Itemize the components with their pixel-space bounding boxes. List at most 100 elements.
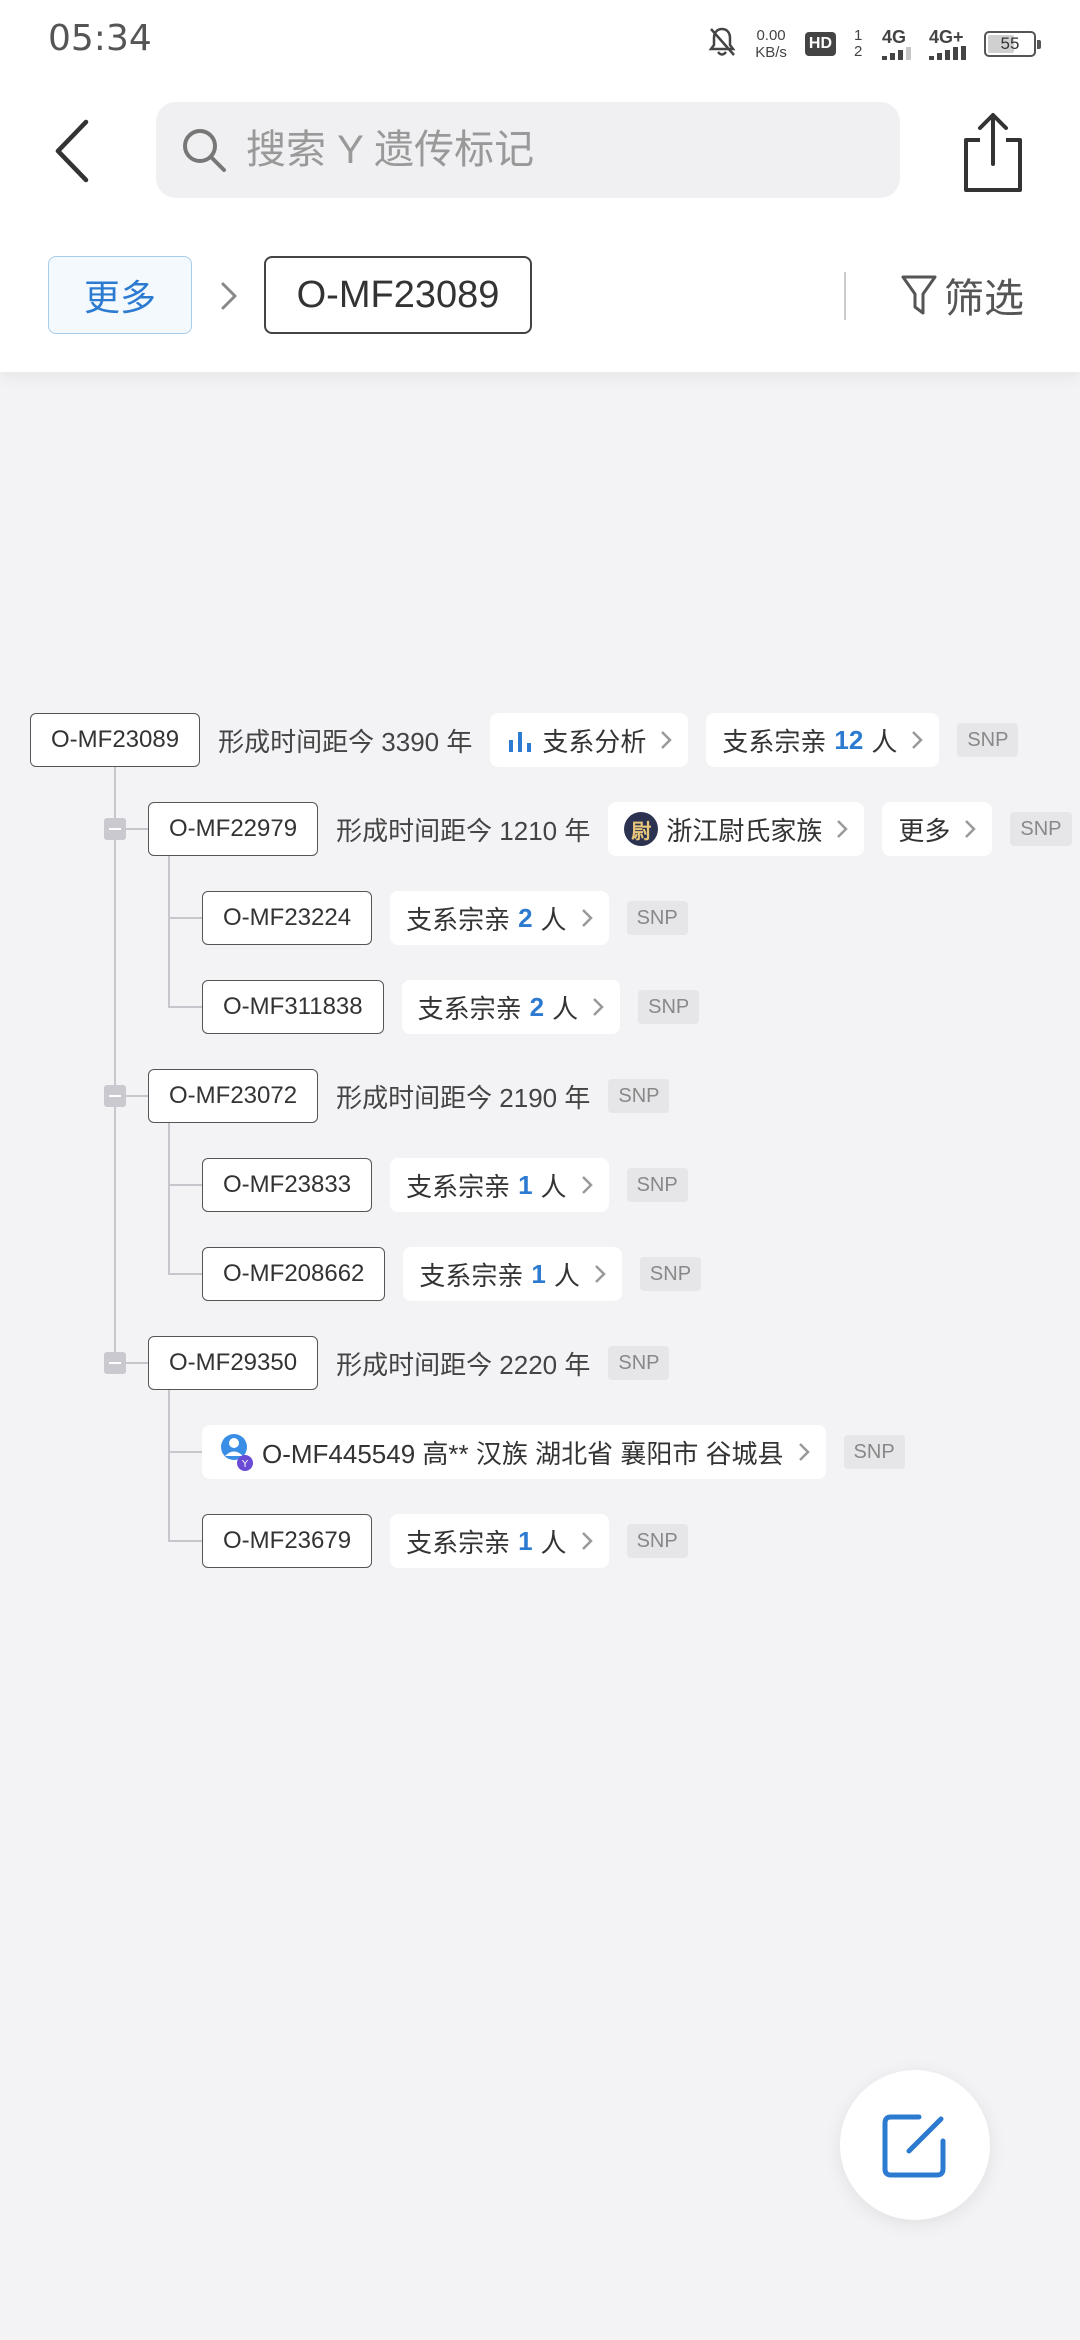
chevron-right-icon xyxy=(581,1176,593,1194)
search-bar[interactable] xyxy=(156,102,900,198)
back-button[interactable] xyxy=(48,116,98,186)
net-speed-value: 0.00 xyxy=(756,27,786,44)
sim1-signal: 4G xyxy=(882,28,911,60)
haplogroup-node[interactable]: O-MF29350 xyxy=(148,1336,319,1390)
mute-bell-icon xyxy=(707,26,737,63)
chevron-right-icon xyxy=(798,1443,810,1461)
sim-numbers: 1 2 xyxy=(854,27,863,60)
kin-label: 支系宗亲 xyxy=(406,904,511,935)
snp-tag: SNP xyxy=(638,990,700,1024)
chevron-right-icon xyxy=(593,998,604,1016)
chevron-right-icon xyxy=(837,820,849,838)
kin-count: 1 xyxy=(518,1169,533,1200)
snp-tag: SNP xyxy=(626,1524,688,1558)
chevron-right-icon xyxy=(581,1532,593,1550)
breadcrumb-current[interactable]: O-MF23089 xyxy=(264,256,532,334)
branch-kin-button[interactable]: 支系宗亲 2 人 xyxy=(390,891,609,945)
share-button[interactable] xyxy=(960,110,1026,196)
tree-node-root: O-MF23089 形成时间距今 3390 年 支系分析 支系宗亲 12 人 S… xyxy=(30,713,1019,767)
collapse-toggle[interactable] xyxy=(104,1085,126,1107)
battery-level: 55 xyxy=(1000,34,1020,53)
snp-tag: SNP xyxy=(626,901,688,935)
filter-button[interactable]: 筛选 xyxy=(900,262,1024,328)
tree-node: O-MF29350 形成时间距今 2220 年 SNP xyxy=(148,1336,670,1390)
signal-bars-icon xyxy=(929,46,966,60)
back-arrow-icon xyxy=(55,119,89,183)
person-info: O-MF445549 高** 汉族 湖北省 襄阳市 谷城县 xyxy=(262,1438,784,1469)
haplogroup-node[interactable]: O-MF23224 xyxy=(202,891,373,945)
share-icon xyxy=(964,113,1022,192)
chevron-right-icon xyxy=(581,909,593,927)
kin-label: 支系宗亲 xyxy=(406,1171,511,1202)
search-icon xyxy=(183,129,226,172)
tree-line xyxy=(168,1273,202,1275)
sim1-type: 4G xyxy=(882,27,907,47)
tree-line xyxy=(114,1362,148,1364)
bar-chart-icon xyxy=(509,732,532,752)
branch-kin-button[interactable]: 支系宗亲 2 人 xyxy=(401,980,621,1034)
haplogroup-node[interactable]: O-MF311838 xyxy=(202,980,384,1034)
collapse-toggle[interactable] xyxy=(104,1352,126,1374)
search-input[interactable] xyxy=(246,127,886,173)
sim2-signal: 4G+ xyxy=(929,28,966,60)
tree-node: O-MF23224 支系宗亲 2 人 SNP xyxy=(202,891,688,945)
haplogroup-node[interactable]: O-MF23089 xyxy=(30,713,201,767)
kin-count: 2 xyxy=(518,902,533,933)
tree-line xyxy=(168,1389,170,1541)
kin-label: 支系宗亲 xyxy=(417,993,522,1024)
status-icons: 0.00 KB/s HD 1 2 4G 4G+ 55 xyxy=(707,20,1041,68)
branch-kin-button[interactable]: 支系宗亲 1 人 xyxy=(390,1514,609,1568)
tree-node: O-MF22979 形成时间距今 1210 年 尉 浙江尉氏家族 更多 SNP xyxy=(148,802,1072,856)
branch-kin-button[interactable]: 支系宗亲 12 人 xyxy=(706,713,940,767)
person-sample-button[interactable]: Y O-MF445549 高** 汉族 湖北省 襄阳市 谷城县 xyxy=(202,1425,826,1479)
tree-line xyxy=(114,766,116,1362)
breadcrumb-more-button[interactable]: 更多 xyxy=(48,256,192,334)
snp-tag: SNP xyxy=(843,1435,905,1469)
edit-fab-button[interactable] xyxy=(840,2070,990,2220)
filter-label: 筛选 xyxy=(944,277,1024,321)
chevron-right-icon xyxy=(912,731,924,749)
snp-tag: SNP xyxy=(626,1168,688,1202)
snp-tag: SNP xyxy=(639,1257,702,1291)
filter-icon xyxy=(901,275,937,315)
net-speed: 0.00 KB/s xyxy=(755,27,787,61)
sim2-type: 4G+ xyxy=(929,27,964,47)
haplogroup-node[interactable]: O-MF23072 xyxy=(148,1069,319,1123)
kin-unit: 人 xyxy=(552,993,579,1024)
haplogroup-node[interactable]: O-MF23679 xyxy=(202,1514,373,1568)
haplogroup-node[interactable]: O-MF23833 xyxy=(202,1158,373,1212)
kin-label: 支系宗亲 xyxy=(419,1260,524,1291)
tree-node: O-MF23072 形成时间距今 2190 年 SNP xyxy=(148,1069,670,1123)
kin-unit: 人 xyxy=(540,1527,567,1558)
snp-tag: SNP xyxy=(1010,812,1072,846)
tree-line xyxy=(168,1184,202,1186)
kin-unit: 人 xyxy=(871,726,898,757)
formed-time: 形成时间距今 1210 年 xyxy=(336,815,591,846)
tree-node: O-MF311838 支系宗亲 2 人 SNP xyxy=(202,980,700,1034)
branch-analysis-button[interactable]: 支系分析 xyxy=(490,713,689,767)
more-label: 更多 xyxy=(898,815,951,846)
chevron-right-icon xyxy=(221,282,237,310)
branch-kin-button[interactable]: 支系宗亲 1 人 xyxy=(403,1247,622,1301)
tree-line xyxy=(168,1122,170,1274)
tree-line xyxy=(168,917,202,919)
clan-emblem-icon: 尉 xyxy=(624,812,659,846)
status-time: 05:34 xyxy=(48,18,152,59)
kin-count: 1 xyxy=(518,1525,533,1556)
kin-unit: 人 xyxy=(540,1171,567,1202)
branch-kin-button[interactable]: 支系宗亲 1 人 xyxy=(390,1158,609,1212)
top-bar: 05:34 0.00 KB/s HD 1 2 4G 4G+ xyxy=(0,0,1080,372)
tree-line xyxy=(168,855,170,1007)
battery-icon: 55 xyxy=(984,31,1041,57)
haplogroup-node[interactable]: O-MF208662 xyxy=(202,1247,386,1301)
clan-link-button[interactable]: 尉 浙江尉氏家族 xyxy=(608,802,865,856)
user-avatar-icon: Y xyxy=(221,1434,253,1471)
more-button[interactable]: 更多 xyxy=(882,802,993,856)
formed-time: 形成时间距今 2220 年 xyxy=(336,1349,591,1380)
collapse-toggle[interactable] xyxy=(104,818,126,840)
haplogroup-node[interactable]: O-MF22979 xyxy=(148,802,319,856)
branch-analysis-label: 支系分析 xyxy=(542,726,647,757)
divider xyxy=(844,272,846,320)
tree-line xyxy=(168,1451,202,1453)
formed-time: 形成时间距今 2190 年 xyxy=(336,1082,591,1113)
